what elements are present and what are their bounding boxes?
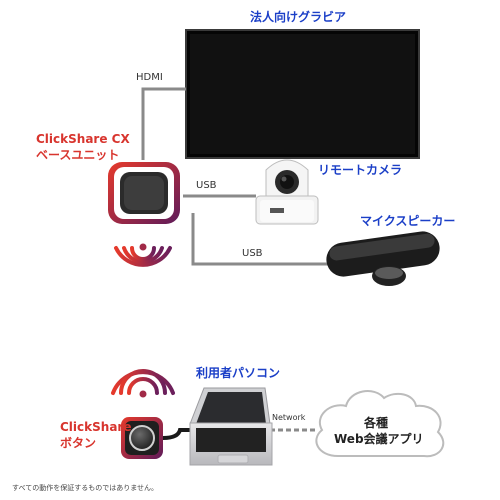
clickshare-cx-label-line2: ベースユニット	[36, 148, 120, 162]
hdmi-cable	[141, 87, 186, 160]
cloud-shape	[315, 390, 445, 458]
footnote: すべての動作を保証するものではありません。	[12, 484, 159, 492]
clickshare-button-device	[121, 417, 197, 459]
usb-camera-label: USB	[196, 180, 217, 191]
remote-camera	[255, 159, 319, 225]
clickshare-cx-base-unit	[108, 162, 180, 224]
clickshare-button-label-line2: ボタン	[60, 436, 97, 450]
wireless-signal-icon	[114, 243, 172, 267]
network-label: Network	[272, 413, 306, 422]
tv-label: 法人向けグラビア	[250, 10, 347, 24]
hdmi-label: HDMI	[136, 72, 163, 83]
usb-speaker-label: USB	[242, 248, 263, 259]
clickshare-button-label-line1: ClickShare	[60, 420, 132, 434]
remote-camera-label: リモートカメラ	[318, 163, 403, 177]
tv-display	[185, 29, 420, 159]
pc-label: 利用者パソコン	[196, 366, 281, 380]
usb-speaker-cable	[191, 213, 328, 266]
mic-speaker	[326, 231, 440, 286]
cloud-label-line2: Web会議アプリ	[334, 432, 424, 446]
clickshare-cx-label-line1: ClickShare CX	[36, 132, 130, 146]
laptop	[189, 387, 273, 466]
mic-speaker-label: マイクスピーカー	[360, 214, 456, 228]
wireless-signal-icon-2	[111, 369, 175, 398]
cloud-label-line1: 各種	[364, 416, 389, 430]
